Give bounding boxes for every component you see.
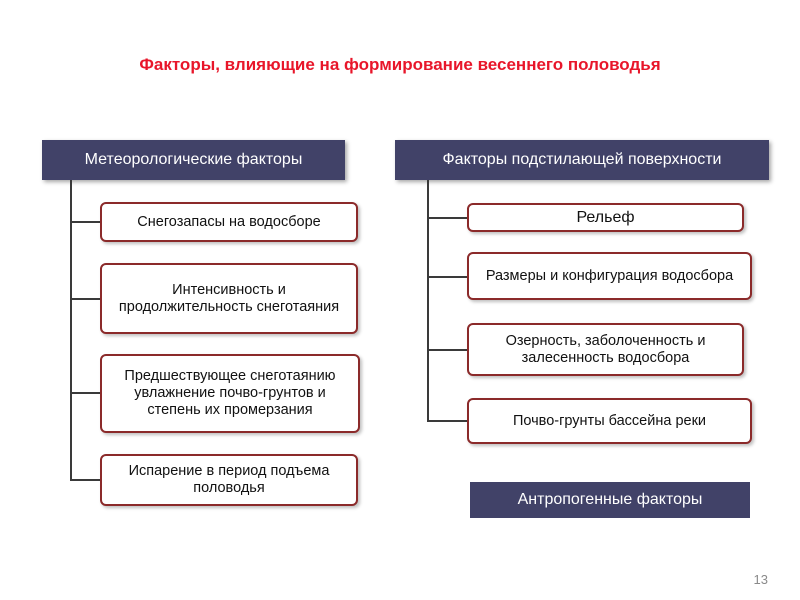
factor-soil-moistening: Предшествующее снеготаянию увлажнение по… [100, 354, 360, 433]
factor-relief: Рельеф [467, 203, 744, 232]
factor-watershed-size: Размеры и конфигурация водосбора [467, 252, 752, 300]
factor-snow-reserves: Снегозапасы на водосборе [100, 202, 358, 242]
left-connector-4 [70, 479, 100, 481]
right-tree-trunk [427, 180, 429, 422]
factor-evaporation: Испарение в период подъема половодья [100, 454, 358, 506]
slide-title: Факторы, влияющие на формирование весенн… [139, 55, 661, 74]
underlying-surface-factors-header: Факторы подстилающей поверхности [395, 140, 769, 180]
left-connector-1 [70, 221, 100, 223]
factor-basin-soils: Почво-грунты бассейна реки [467, 398, 752, 444]
right-connector-3 [427, 349, 467, 351]
left-connector-2 [70, 298, 100, 300]
anthropogenic-factors-box: Антропогенные факторы [470, 482, 750, 518]
right-connector-2 [427, 276, 467, 278]
factor-lakes-swamps-forests: Озерность, заболоченность и залесенность… [467, 323, 744, 376]
left-tree-trunk [70, 180, 72, 481]
meteorological-factors-header: Метеорологические факторы [42, 140, 345, 180]
right-connector-1 [427, 217, 467, 219]
left-connector-3 [70, 392, 100, 394]
page-number: 13 [753, 572, 768, 587]
factor-snowmelt-intensity: Интенсивность и продолжительность снегот… [100, 263, 358, 334]
right-connector-4 [427, 420, 467, 422]
